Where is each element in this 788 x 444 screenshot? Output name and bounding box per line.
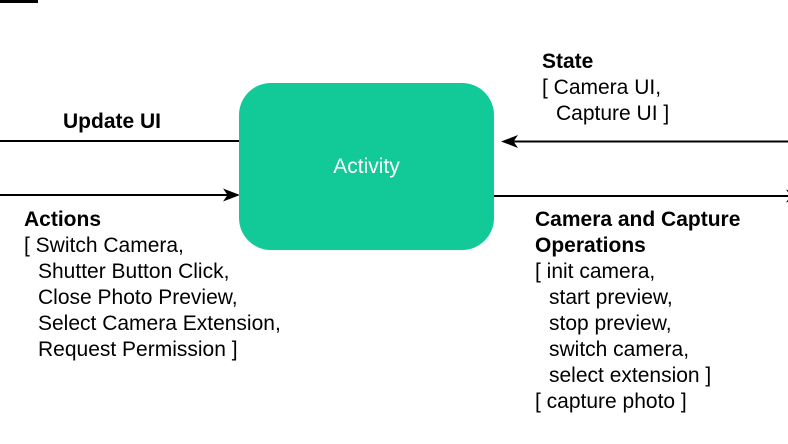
list-line: select extension ] — [549, 364, 712, 387]
activity-box: Activity — [239, 83, 494, 250]
list-line: Request Permission ] — [38, 338, 238, 361]
update-ui-label: Update UI — [63, 110, 162, 133]
actions-arrowhead — [223, 188, 240, 202]
actions-items: [ Switch Camera, Shutter Button Click, Clo… — [24, 233, 281, 363]
actions-block: Actions [ Switch Camera, Shutter Button C… — [24, 207, 281, 363]
list-line: Select Camera Extension, — [38, 312, 281, 335]
state-label: State — [542, 50, 594, 73]
activity-label: Activity — [333, 154, 400, 178]
actions-label: Actions — [24, 208, 102, 231]
camera-ops-label: Camera and Capture Operations — [535, 208, 741, 257]
list-line: [ init camera, — [535, 260, 656, 283]
list-line: Shutter Button Click, — [38, 260, 230, 283]
list-line: stop preview, — [549, 312, 672, 335]
list-line: [ capture photo ] — [535, 390, 687, 413]
state-arrowhead — [501, 135, 518, 148]
list-line: Capture UI ] — [556, 102, 670, 125]
top-left-partial-bar — [0, 0, 38, 3]
state-items: [ Camera UI, Capture UI ] — [542, 75, 669, 127]
camera-ops-block: Camera and Capture Operations [ init cam… — [535, 207, 763, 415]
list-line: [ Camera UI, — [542, 76, 662, 99]
list-line: Close Photo Preview, — [38, 286, 238, 309]
list-line: start preview, — [549, 286, 673, 309]
camera-ops-items: [ init camera, start preview, stop preview… — [535, 259, 763, 415]
state-block: State [ Camera UI, Capture UI ] — [542, 49, 669, 127]
list-line: [ Switch Camera, — [24, 234, 184, 257]
list-line: switch camera, — [549, 338, 690, 361]
